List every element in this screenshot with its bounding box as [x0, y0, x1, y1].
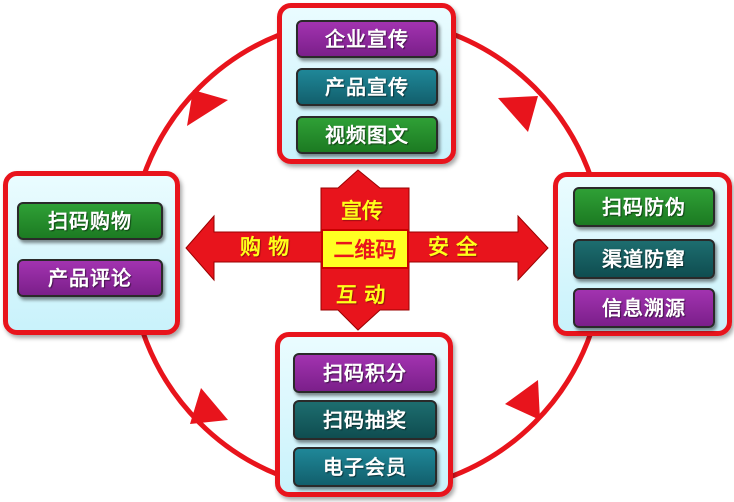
- arrow-head-bottom-right: [505, 380, 540, 420]
- pill-product-promotion[interactable]: 产品宣传: [296, 68, 438, 106]
- center-qr-code-box: 二维码: [321, 229, 409, 269]
- pill-e-membership[interactable]: 电子会员: [293, 447, 437, 487]
- cross-label-right: 安 全: [428, 235, 478, 259]
- pill-video-graphics[interactable]: 视频图文: [296, 116, 438, 154]
- pill-scan-points[interactable]: 扫码积分: [293, 353, 437, 393]
- left-panel: 扫码购物 产品评论: [3, 171, 180, 335]
- pill-scan-lottery[interactable]: 扫码抽奖: [293, 400, 437, 440]
- right-panel: 扫码防伪 渠道防窜 信息溯源: [553, 172, 732, 336]
- bottom-panel: 扫码积分 扫码抽奖 电子会员: [275, 332, 453, 497]
- pill-corporate-promotion[interactable]: 企业宣传: [296, 20, 438, 58]
- pill-scan-anti-counterfeit[interactable]: 扫码防伪: [573, 187, 715, 227]
- pill-info-traceability[interactable]: 信息溯源: [573, 288, 715, 328]
- pill-scan-shopping[interactable]: 扫码购物: [17, 202, 163, 240]
- arrow-head-top-left: [187, 90, 228, 126]
- arrow-head-bottom-left: [190, 388, 228, 424]
- arrow-head-top-right: [498, 96, 538, 132]
- pill-channel-anti-diversion[interactable]: 渠道防窜: [573, 239, 715, 279]
- cross-label-left: 购 物: [240, 235, 290, 259]
- pill-product-reviews[interactable]: 产品评论: [17, 259, 163, 297]
- cross-label-up: 宣传: [341, 199, 383, 223]
- top-panel: 企业宣传 产品宣传 视频图文: [277, 3, 456, 164]
- cross-label-down: 互 动: [336, 283, 386, 307]
